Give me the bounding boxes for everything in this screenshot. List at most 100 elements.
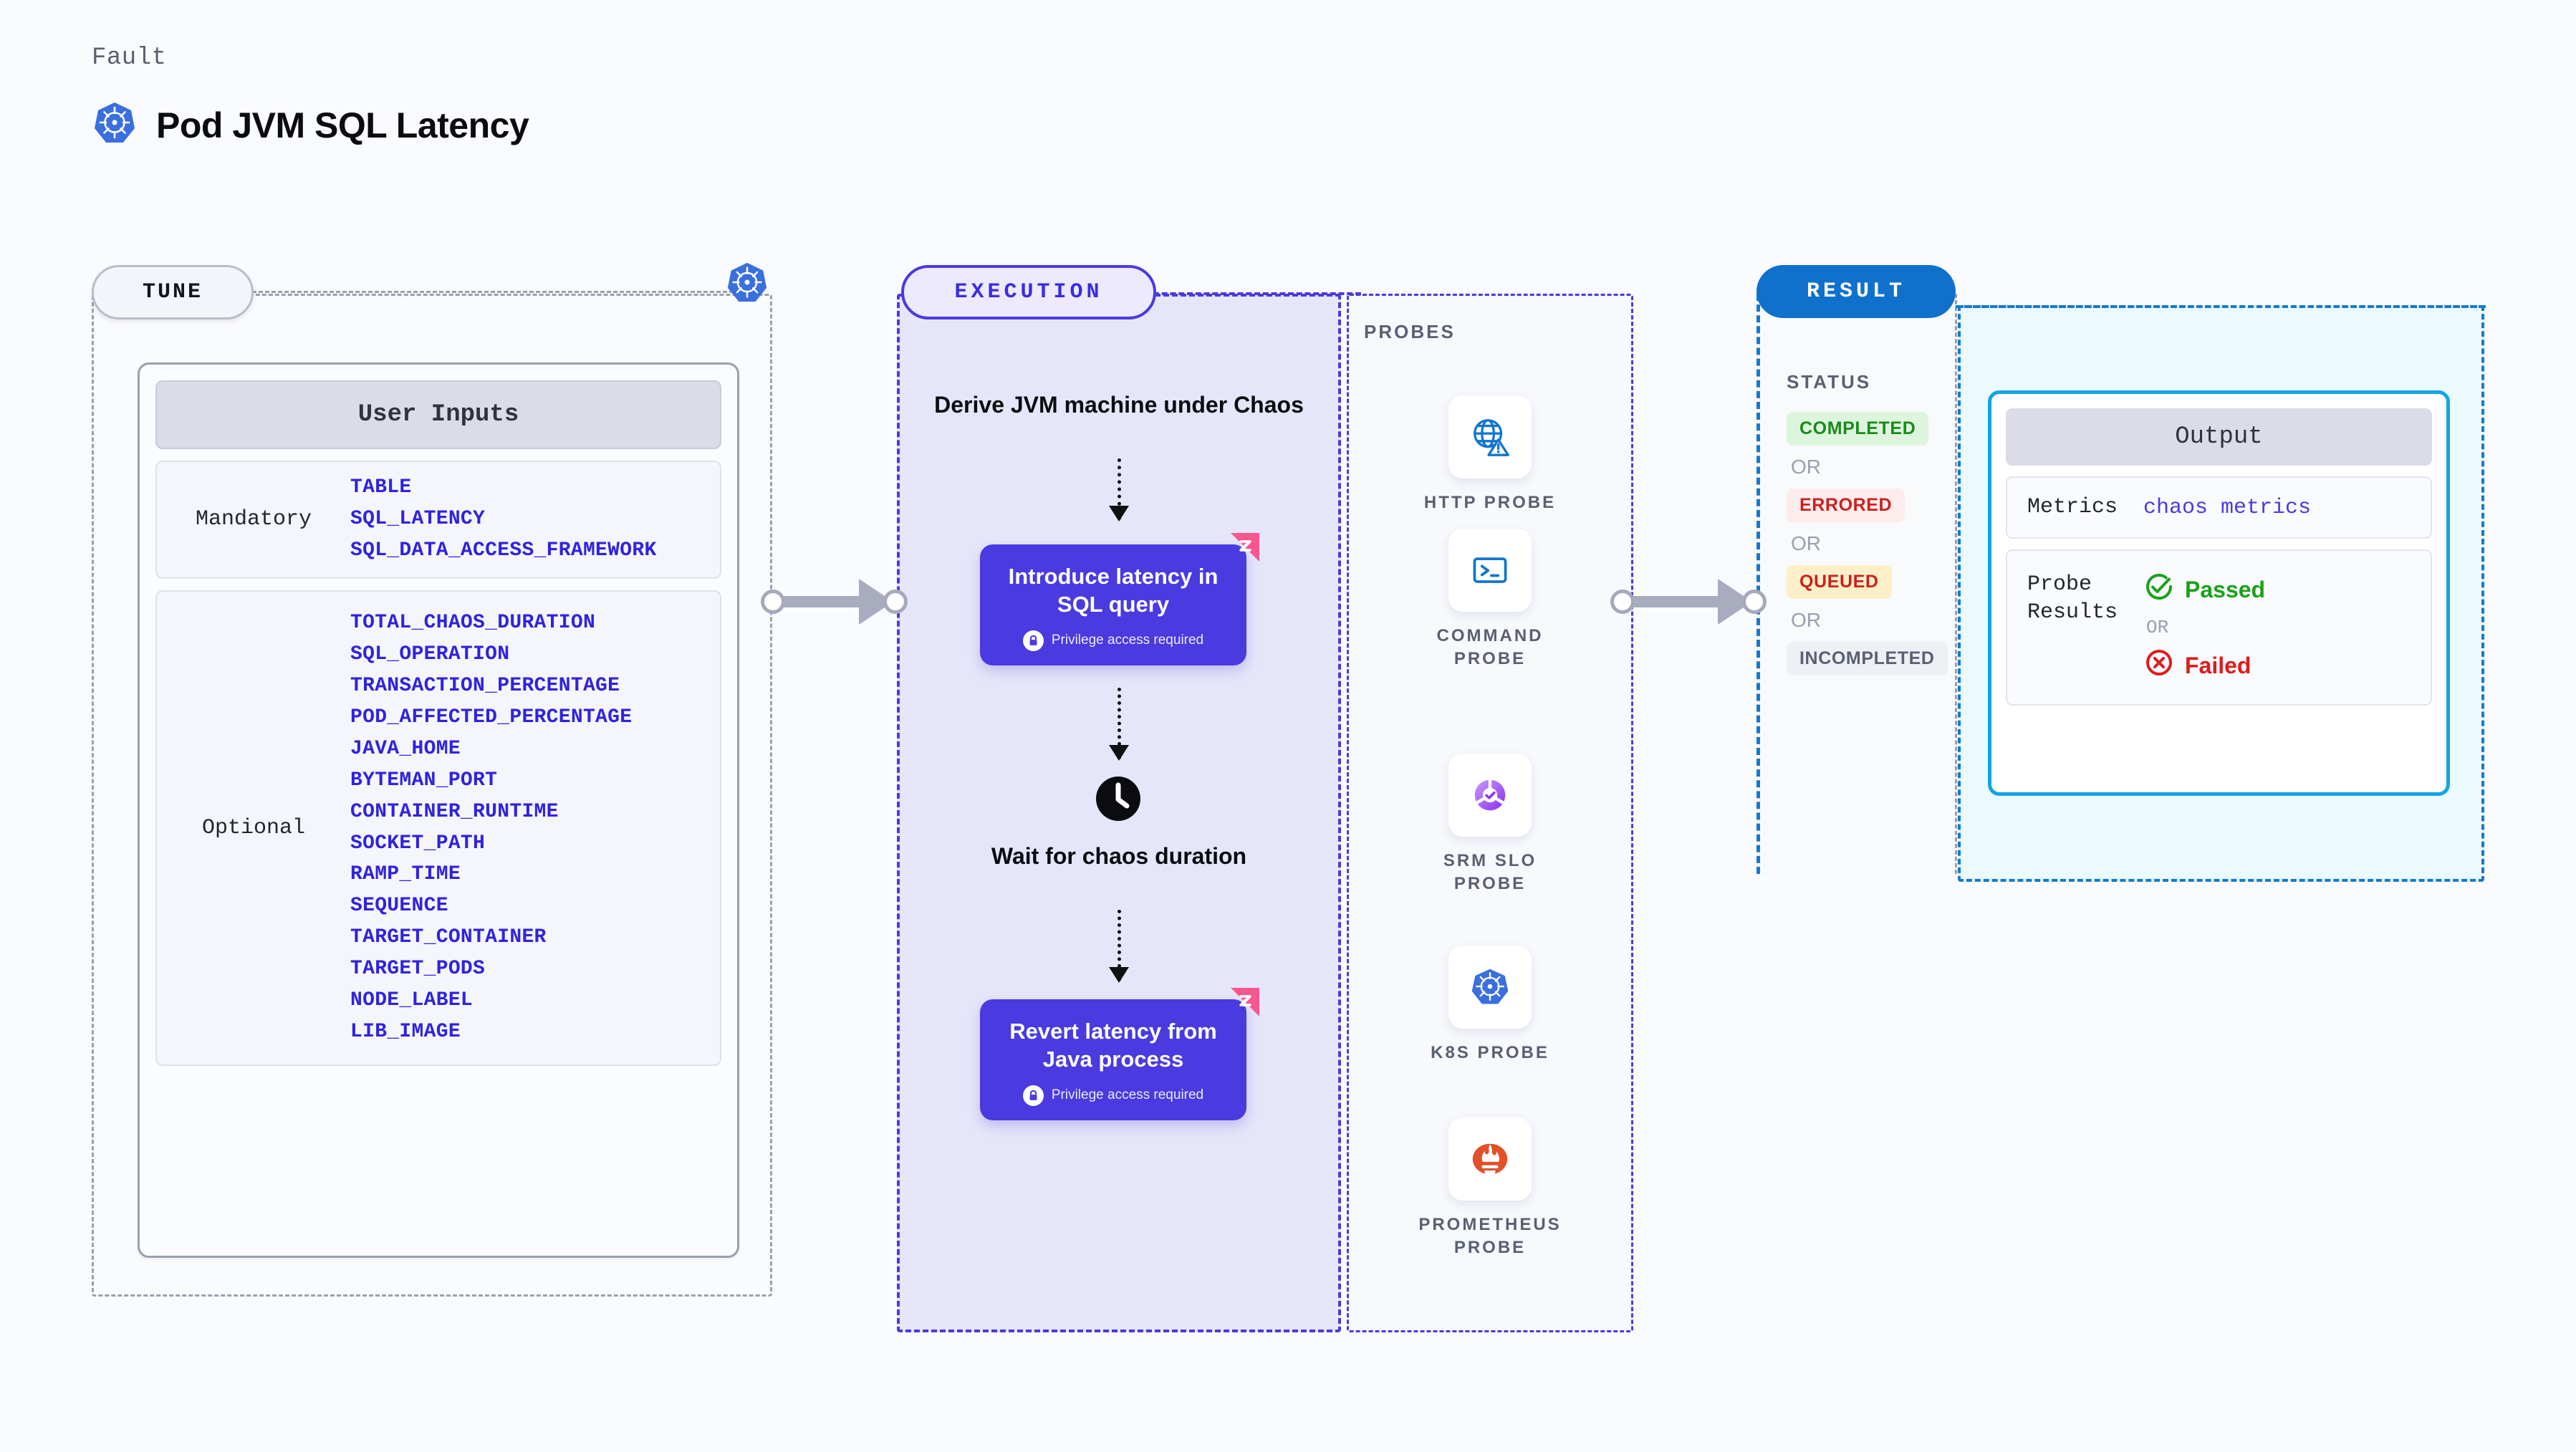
- param-item[interactable]: SQL_OPERATION: [350, 643, 510, 665]
- srm-slo-icon: [1448, 754, 1532, 837]
- param-item[interactable]: SQL_DATA_ACCESS_FRAMEWORK: [350, 539, 657, 562]
- param-item[interactable]: SOCKET_PATH: [350, 832, 486, 855]
- param-item[interactable]: TOTAL_CHAOS_DURATION: [350, 611, 596, 634]
- probe-result-passed-label: Passed: [2185, 576, 2266, 602]
- result-tag[interactable]: RESULT: [1756, 265, 1956, 318]
- title-row: Pod JVM SQL Latency: [92, 100, 529, 150]
- chaos-badge-icon: [1221, 981, 1265, 1029]
- status-badge-incompleted: INCOMPLETED: [1787, 642, 1948, 675]
- connector-dot: [883, 590, 908, 614]
- connector-dot: [761, 590, 785, 614]
- probe-label: PROMETHEUS PROBE: [1418, 1215, 1562, 1258]
- connector-dot: [1610, 590, 1635, 614]
- execution-tag[interactable]: EXECUTION: [901, 265, 1156, 319]
- metrics-key: Metrics: [2027, 495, 2118, 519]
- tune-tag[interactable]: TUNE: [92, 265, 254, 319]
- probe-label: COMMAND PROBE: [1436, 626, 1544, 669]
- connector-bar: [784, 596, 863, 607]
- mandatory-param-list: TABLE SQL_LATENCY SQL_DATA_ACCESS_FRAMEW…: [350, 475, 657, 564]
- param-item[interactable]: RAMP_TIME: [350, 863, 461, 886]
- param-item[interactable]: NODE_LABEL: [350, 989, 474, 1012]
- card-revert-latency[interactable]: Revert latency from Java process Privile…: [980, 988, 1259, 1120]
- card-introduce-latency[interactable]: Introduce latency in SQL query Privilege…: [980, 533, 1259, 665]
- status-or: OR: [1791, 456, 1821, 478]
- fault-kicker: Fault: [92, 44, 167, 72]
- terminal-icon: [1448, 529, 1532, 612]
- globe-warning-icon: [1448, 395, 1532, 479]
- status-badge-queued: QUEUED: [1787, 565, 1892, 599]
- chaos-badge-icon: [1221, 526, 1265, 574]
- param-item[interactable]: SQL_LATENCY: [350, 507, 486, 530]
- clock-icon: [1092, 772, 1145, 829]
- probe-result-or: OR: [2146, 617, 2169, 638]
- page-header: Fault Pod JVM SQL Latency: [92, 44, 529, 150]
- kubernetes-icon: [92, 100, 138, 150]
- x-circle-icon: [2143, 647, 2175, 684]
- tune-panel: [92, 294, 772, 1297]
- param-item[interactable]: TRANSACTION_PERCENTAGE: [350, 674, 620, 697]
- card-title: Introduce latency in SQL query: [1008, 564, 1219, 617]
- param-item[interactable]: TARGET_CONTAINER: [350, 926, 547, 949]
- card-note-text: Privilege access required: [1051, 1087, 1204, 1102]
- output-card: Output Metrics chaos metrics Probe Resul…: [1988, 390, 2450, 796]
- connector-bar: [1633, 596, 1722, 607]
- optional-params-box: Optional TOTAL_CHAOS_DURATION SQL_OPERAT…: [155, 590, 721, 1067]
- card-title: Revert latency from Java process: [1009, 1019, 1217, 1072]
- probe-http[interactable]: HTTP PROBE: [1347, 395, 1633, 514]
- kubernetes-icon: [725, 261, 769, 309]
- lock-icon: [1022, 1085, 1044, 1106]
- card-note: Privilege access required: [993, 630, 1234, 651]
- status-list: COMPLETED OR ERRORED OR QUEUED OR INCOMP…: [1787, 412, 1959, 675]
- arrow-wait-to-revert: [1109, 910, 1129, 983]
- status-badge-completed: COMPLETED: [1787, 412, 1929, 446]
- status-label: STATUS: [1787, 371, 1872, 393]
- page-title: Pod JVM SQL Latency: [156, 105, 529, 145]
- arrow-derive-to-introduce: [1109, 458, 1129, 521]
- probe-srm-slo[interactable]: SRM SLO PROBE: [1347, 754, 1633, 896]
- param-item[interactable]: JAVA_HOME: [350, 737, 461, 760]
- probe-label: HTTP PROBE: [1423, 493, 1557, 512]
- execution-connector-line: [1153, 292, 1361, 295]
- status-or: OR: [1791, 532, 1821, 554]
- probe-result-failed-label: Failed: [2185, 652, 2251, 678]
- card-note-text: Privilege access required: [1051, 633, 1204, 648]
- mandatory-params-box: Mandatory TABLE SQL_LATENCY SQL_DATA_ACC…: [155, 461, 721, 579]
- status-or: OR: [1791, 609, 1821, 631]
- check-circle-icon: [2143, 571, 2175, 608]
- optional-param-list: TOTAL_CHAOS_DURATION SQL_OPERATION TRANS…: [350, 610, 632, 1046]
- tune-connector-line: [252, 291, 746, 293]
- probe-result-failed: Failed: [2143, 647, 2265, 684]
- probe-results-values: Passed OR Failed: [2143, 571, 2265, 684]
- param-kind-label: Mandatory: [195, 507, 312, 532]
- probe-results-key: Probe Results: [2027, 572, 2118, 625]
- param-item[interactable]: LIB_IMAGE: [350, 1021, 461, 1044]
- param-item[interactable]: BYTEMAN_PORT: [350, 769, 498, 792]
- result-connector-line: [1956, 305, 2486, 308]
- probe-prometheus[interactable]: PROMETHEUS PROBE: [1347, 1117, 1633, 1260]
- user-inputs-card: User Inputs Mandatory TABLE SQL_LATENCY …: [138, 362, 739, 1258]
- probe-k8s[interactable]: K8S PROBE: [1347, 946, 1633, 1064]
- connector-probes-to-result: [1610, 579, 1767, 625]
- step-derive-jvm: Derive JVM machine under Chaos: [934, 392, 1304, 418]
- param-item[interactable]: SEQUENCE: [350, 895, 448, 918]
- connector-dot: [1742, 590, 1767, 614]
- step-wait-chaos: Wait for chaos duration: [991, 843, 1247, 869]
- connector-tune-to-execution: [761, 579, 908, 625]
- kubernetes-icon: [1448, 946, 1532, 1029]
- param-item[interactable]: CONTAINER_RUNTIME: [350, 800, 559, 823]
- probe-label: K8S PROBE: [1431, 1043, 1549, 1062]
- param-item[interactable]: TABLE: [350, 476, 412, 499]
- probe-results-row: Probe Results Passed OR: [2006, 549, 2432, 706]
- user-inputs-title: User Inputs: [155, 380, 721, 449]
- probe-label: SRM SLO PROBE: [1443, 851, 1537, 894]
- probe-result-passed: Passed: [2143, 571, 2265, 608]
- param-kind-label: Optional: [201, 816, 306, 841]
- probes-label: PROBES: [1364, 321, 1456, 342]
- param-item[interactable]: POD_AFFECTED_PERCENTAGE: [350, 706, 633, 729]
- arrow-introduce-to-wait: [1109, 688, 1129, 761]
- metrics-value-link[interactable]: chaos metrics: [2143, 495, 2312, 520]
- output-title: Output: [2006, 408, 2432, 466]
- metrics-row: Metrics chaos metrics: [2006, 476, 2432, 539]
- probe-command[interactable]: COMMAND PROBE: [1347, 529, 1633, 671]
- param-item[interactable]: TARGET_PODS: [350, 958, 486, 981]
